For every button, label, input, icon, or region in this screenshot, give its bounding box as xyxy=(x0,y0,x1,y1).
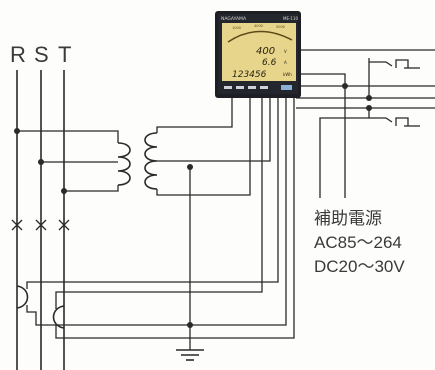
aux-power-label: 補助電源 AC85～264 DC20～30V xyxy=(314,209,405,276)
junction-dots xyxy=(14,83,372,328)
meter-button[interactable] xyxy=(248,86,256,89)
output-contacts xyxy=(369,59,420,127)
meter-button[interactable] xyxy=(236,86,244,89)
meter-button[interactable] xyxy=(281,85,292,90)
lcd-reading-current: 6.6 xyxy=(262,58,277,68)
lcd-screen xyxy=(222,23,296,81)
meter-button[interactable] xyxy=(260,86,268,89)
lcd-unit-energy: kWh xyxy=(283,72,292,77)
aux-power-dc: DC20～30V xyxy=(314,257,405,276)
voltage-transformer xyxy=(117,98,271,350)
meter-button[interactable] xyxy=(224,86,232,89)
aux-power-ac: AC85～264 xyxy=(314,233,402,252)
lcd-scale-ticks: 1000 4000 5000 xyxy=(232,24,285,30)
power-meter: NAGAYAMA ME-110 1000 4000 5000 400 V 6.6… xyxy=(215,11,301,98)
lcd-reading-energy: 123456 xyxy=(232,70,267,80)
phase-bus-lines xyxy=(16,70,65,370)
breaker-marks xyxy=(11,219,70,231)
meter-model: ME-110 xyxy=(283,16,299,21)
lcd-scale-tick: 4000 xyxy=(254,24,263,28)
lcd-reading-voltage: 400 xyxy=(256,46,275,57)
meter-brand: NAGAYAMA xyxy=(221,16,247,22)
output-wiring xyxy=(296,49,435,198)
phase-label-s: S xyxy=(34,42,49,67)
vt-primary-wiring xyxy=(17,130,119,192)
ground-symbol xyxy=(176,349,204,361)
meter-buttons xyxy=(224,85,292,90)
lcd-scale-tick: 5000 xyxy=(276,25,285,29)
lcd-unit-current: A xyxy=(284,60,287,65)
phase-label-r: R xyxy=(10,42,26,67)
lcd-scale-tick: 1000 xyxy=(232,26,241,30)
aux-power-title: 補助電源 xyxy=(314,209,382,228)
lcd-unit-voltage: V xyxy=(284,49,287,54)
current-transformers xyxy=(16,98,295,339)
phase-label-t: T xyxy=(58,42,71,67)
